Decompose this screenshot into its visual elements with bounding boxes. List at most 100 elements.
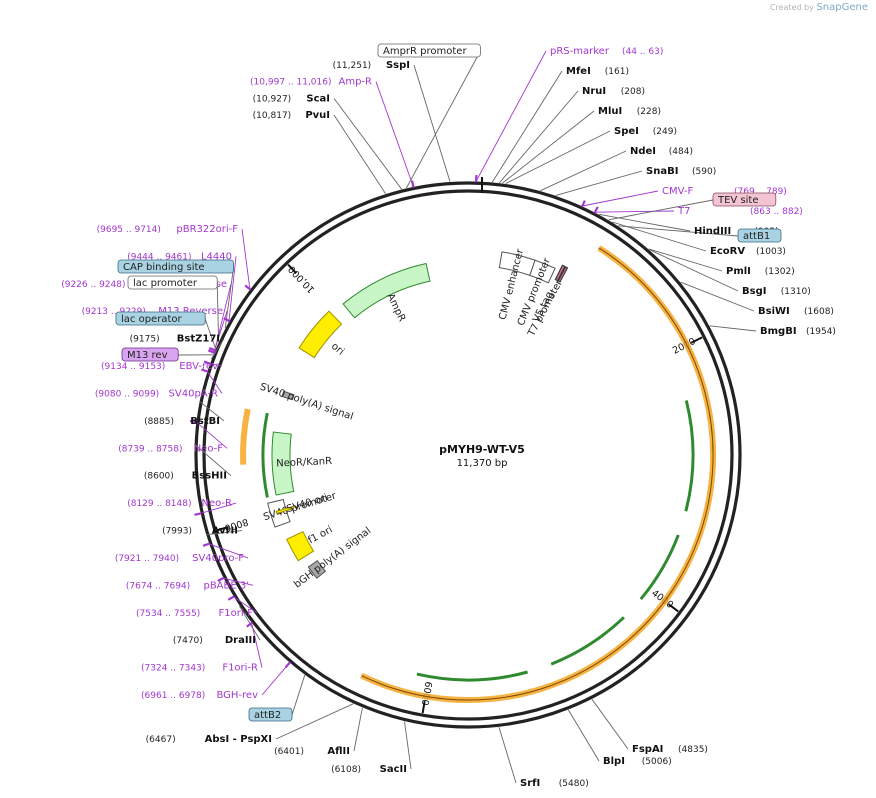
site-label[interactable]: MfeI(161)	[566, 66, 629, 77]
primer-name: pRS-marker	[550, 46, 610, 57]
annotation-box-bg	[115, 311, 206, 326]
annotation-box[interactable]: lac promoter	[127, 275, 218, 290]
primer-name: L4440	[201, 251, 232, 262]
feature-t7-promoter[interactable]	[557, 266, 569, 283]
leader-line	[251, 622, 263, 668]
primer-label[interactable]: Neo-R(8129 .. 8148)	[127, 498, 232, 509]
site-name: MfeI	[566, 66, 591, 77]
site-name: NdeI	[630, 146, 656, 157]
site-name: NruI	[582, 86, 606, 97]
site-label[interactable]: AbsI - PspXI(6467)	[146, 734, 272, 745]
site-position: (484)	[669, 147, 693, 157]
primer-label[interactable]: T7(863 .. 882)	[677, 206, 803, 217]
site-label[interactable]: SspI(11,251)	[333, 60, 410, 71]
site-position: (4835)	[678, 745, 708, 755]
primer-name: F1ori-R	[222, 663, 258, 674]
site-label[interactable]: AvrII(7993)	[162, 526, 238, 537]
primer-label[interactable]: Amp-R(10,997 .. 11,016)	[250, 77, 372, 88]
site-label[interactable]: EcoRV(1003)	[710, 246, 786, 257]
primer-range: (769 .. 789)	[734, 187, 787, 197]
primer-label[interactable]: CMV-F(769 .. 789)	[662, 186, 787, 197]
feature-v5-tag[interactable]	[554, 264, 566, 282]
site-label[interactable]: BlpI(5006)	[603, 756, 672, 767]
leader-line	[241, 228, 251, 290]
leader-line	[261, 662, 290, 696]
site-label[interactable]: BsgI(1310)	[742, 286, 811, 297]
site-position: (8600)	[144, 472, 174, 482]
annotation-box[interactable]: CAP binding site	[117, 259, 234, 274]
annotation-box[interactable]: M13 rev	[121, 347, 179, 362]
feature-bgh-poly-a-signal[interactable]	[307, 560, 327, 579]
feature-label: AmpR	[384, 292, 407, 324]
site-name: BsgI	[742, 286, 766, 297]
primer-range: (10,997 .. 11,016)	[250, 78, 331, 88]
site-label[interactable]: BssHII(8600)	[144, 471, 227, 482]
annotation-box[interactable]: AmprR promoter	[377, 43, 481, 58]
primer-name: Neo-F	[194, 443, 224, 454]
site-label[interactable]: BstZ17I(9175)	[130, 334, 220, 345]
primer-label[interactable]: F1ori-R(7324 .. 7343)	[141, 663, 258, 674]
feature-neor-kanr[interactable]	[271, 431, 295, 496]
primer-label[interactable]: BGH-rev(6961 .. 6978)	[141, 690, 258, 701]
primer-range: (7674 .. 7694)	[126, 581, 190, 591]
primer-range: (9213 .. 9229)	[82, 307, 146, 317]
site-label[interactable]: AflII(6401)	[274, 746, 350, 757]
primer-label[interactable]: SV40pro-F(7921 .. 7940)	[115, 553, 244, 564]
site-label[interactable]: MluI(228)	[598, 106, 661, 117]
tick-mark	[287, 263, 298, 274]
leader-line	[211, 338, 225, 360]
leader-line	[209, 363, 223, 367]
feature-cmv-promoter[interactable]	[529, 259, 556, 284]
primer-label[interactable]: EBV-rev(9134 .. 9153)	[101, 361, 218, 372]
site-label[interactable]: SnaBI(590)	[646, 166, 716, 177]
feature-ori[interactable]	[298, 310, 343, 359]
orf-segment	[550, 616, 625, 666]
site-label[interactable]: SacII(6108)	[331, 764, 407, 775]
primer-label[interactable]: pBR322ori-F(9695 .. 9714)	[97, 224, 239, 235]
annotation-box[interactable]: attB1	[737, 228, 782, 243]
primer-name: SV40pA-R	[169, 388, 218, 399]
primer-range: (863 .. 882)	[750, 207, 803, 217]
site-label[interactable]: NruI(208)	[582, 86, 645, 97]
primer-label[interactable]: F1ori-F(7534 .. 7555)	[136, 608, 253, 619]
site-label[interactable]: BstBI(8885)	[144, 416, 220, 427]
leader-line	[594, 210, 675, 213]
site-label[interactable]: SpeI(249)	[614, 126, 677, 137]
primer-range: (9444 .. 9461)	[127, 252, 191, 262]
annotation-box-text: CAP binding site	[123, 262, 205, 273]
annotation-box-bg	[377, 43, 481, 58]
primer-mark	[208, 346, 217, 352]
primer-label[interactable]: Neo-F(8739 .. 8758)	[118, 443, 223, 454]
site-label[interactable]: FspAI(4835)	[632, 744, 708, 755]
feature-label: SV40 poly(A) signal	[258, 382, 354, 423]
primer-label[interactable]: pRS-marker (44 .. 63)	[550, 46, 663, 57]
leader-line	[582, 190, 659, 207]
primer-label[interactable]: L4440 (9444 .. 9461)	[127, 251, 232, 262]
site-label[interactable]: ScaI(10,927)	[253, 93, 330, 104]
annotation-box[interactable]: lac operator	[115, 311, 206, 326]
site-label[interactable]: BmgBI(1954)	[760, 326, 836, 337]
leader-line	[333, 114, 386, 194]
primer-label[interactable]: pBABE 3'(7674 .. 7694)	[126, 580, 249, 591]
site-label[interactable]: SrfI(5480)	[520, 778, 589, 789]
site-position: (1003)	[756, 247, 786, 257]
annotation-box[interactable]: attB2	[248, 707, 293, 722]
primer-label[interactable]: SV40pA-R(9080 .. 9099)	[95, 388, 218, 399]
primer-mark	[194, 512, 202, 516]
site-label[interactable]: NdeI (484)	[630, 146, 693, 157]
primer-name: BGH-rev	[216, 690, 258, 701]
site-label[interactable]: DraIII(7470)	[173, 635, 256, 646]
feature-f1-ori[interactable]	[285, 531, 315, 562]
feature-sv40-ori[interactable]	[275, 505, 295, 515]
primer-range: (9695 .. 9714)	[97, 225, 161, 235]
site-label[interactable]: BsiWI(1608)	[758, 306, 834, 317]
site-label[interactable]: PmlI(1302)	[726, 266, 795, 277]
primer-range: (44 .. 63)	[622, 47, 663, 57]
feature-sv40-poly-a-signal[interactable]	[281, 390, 295, 401]
orf-band-neo	[240, 408, 251, 465]
tick-mark	[421, 701, 426, 714]
site-label[interactable]: PvuI(10,817)	[253, 110, 330, 121]
feature-ampr[interactable]	[342, 262, 431, 319]
leader-line	[224, 266, 235, 329]
annotation-box[interactable]: TEV site	[712, 192, 777, 207]
